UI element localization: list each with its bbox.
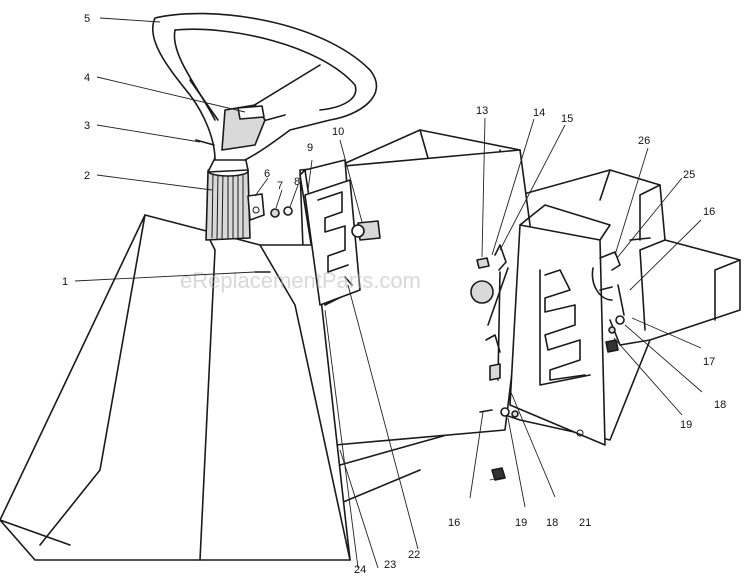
callout-19-right: 19 xyxy=(680,419,692,431)
small-parts xyxy=(195,139,625,481)
callout-10: 10 xyxy=(332,126,344,138)
callout-8: 8 xyxy=(294,176,300,188)
callout-16-right: 16 xyxy=(703,206,715,218)
callout-13: 13 xyxy=(476,105,488,117)
callout-15: 15 xyxy=(561,113,573,125)
side-panel xyxy=(509,204,611,446)
callout-7: 7 xyxy=(277,180,283,192)
watermark-text: eReplacementParts.com xyxy=(180,268,421,293)
leader-lines xyxy=(74,17,703,569)
steering-column xyxy=(205,155,251,241)
callout-22: 22 xyxy=(408,549,420,561)
callout-16-lower: 16 xyxy=(448,517,460,529)
callout-3: 3 xyxy=(84,120,90,132)
callout-6: 6 xyxy=(264,168,270,180)
callout-17: 17 xyxy=(703,356,715,368)
callout-25: 25 xyxy=(683,169,695,181)
front-shroud xyxy=(0,214,351,561)
callout-26: 26 xyxy=(638,135,650,147)
callout-9: 9 xyxy=(307,142,313,154)
callout-23: 23 xyxy=(384,559,396,571)
callout-5: 5 xyxy=(84,13,90,25)
callout-1: 1 xyxy=(62,276,68,288)
bracket-plate xyxy=(304,179,361,306)
callout-4: 4 xyxy=(84,72,90,84)
callout-labels: 1 2 3 4 5 6 7 8 9 10 13 14 15 16 16 17 1… xyxy=(62,13,726,576)
callout-2: 2 xyxy=(84,170,90,182)
callout-18-right: 18 xyxy=(714,399,726,411)
callout-19-lower: 19 xyxy=(515,517,527,529)
callout-24: 24 xyxy=(354,564,366,576)
steering-wheel xyxy=(152,12,378,161)
callout-18-lower: 18 xyxy=(546,517,558,529)
callout-14: 14 xyxy=(533,107,545,119)
callout-21: 21 xyxy=(579,517,591,529)
